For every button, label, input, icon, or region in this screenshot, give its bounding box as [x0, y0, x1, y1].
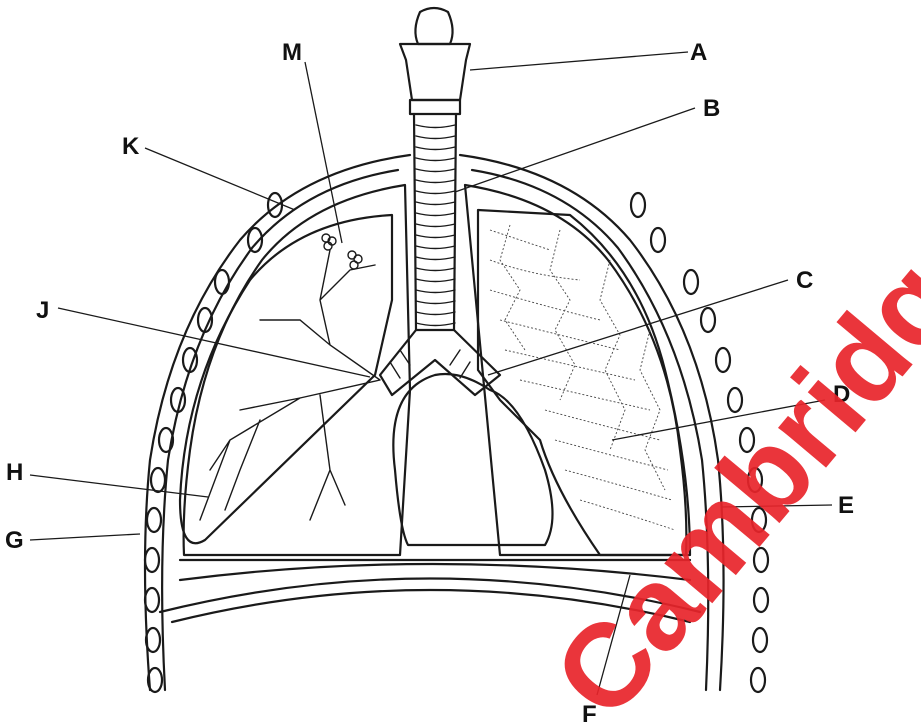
- rib-section: [651, 228, 665, 252]
- trachea-ring: [416, 180, 455, 183]
- watermark: Cambridge: [529, 185, 921, 725]
- rib-section: [145, 548, 159, 572]
- rib-section: [146, 628, 160, 652]
- rib-section: [631, 193, 645, 217]
- heart: [393, 374, 552, 545]
- trachea-ring: [416, 312, 455, 315]
- label-G: G: [5, 527, 24, 554]
- label-J: J: [36, 297, 49, 324]
- alveoli-cluster: [322, 234, 362, 269]
- trachea-ring: [416, 224, 455, 227]
- rib-section: [145, 588, 159, 612]
- trachea-ring: [416, 290, 455, 293]
- leader-K: [145, 148, 295, 210]
- label-C: C: [796, 267, 813, 294]
- trachea-ring: [416, 158, 455, 161]
- leader-M: [305, 62, 342, 243]
- trachea-ring: [416, 202, 455, 205]
- leader-J: [58, 308, 370, 377]
- label-E: E: [838, 492, 854, 519]
- rib-section: [268, 193, 282, 217]
- leader-B: [455, 108, 695, 192]
- trachea-ring: [416, 301, 455, 304]
- rib-section: [753, 628, 767, 652]
- trachea-ring: [416, 136, 455, 139]
- left-lung: [180, 215, 392, 543]
- larynx: [400, 8, 470, 114]
- trachea: [414, 114, 456, 330]
- rib-section: [147, 508, 161, 532]
- trachea-ring: [416, 246, 455, 249]
- trachea-ring: [416, 235, 455, 238]
- trachea-ring: [416, 191, 455, 194]
- label-B: B: [703, 95, 720, 122]
- trachea-ring: [416, 268, 455, 271]
- trachea-ring: [416, 125, 455, 128]
- rib-section: [684, 270, 698, 294]
- rib-section: [751, 668, 765, 692]
- trachea-ring: [416, 279, 455, 282]
- label-H: H: [6, 459, 23, 486]
- trachea-ring: [416, 147, 455, 150]
- leader-A: [470, 52, 688, 70]
- rib-section: [701, 308, 715, 332]
- trachea-ring: [416, 323, 455, 326]
- rib-section: [215, 270, 229, 294]
- trachea-ring: [416, 169, 455, 172]
- trachea-ring: [416, 257, 455, 260]
- rib-section: [716, 348, 730, 372]
- leader-G: [30, 534, 140, 540]
- leader-C: [488, 280, 788, 375]
- rib-section: [754, 588, 768, 612]
- label-K: K: [122, 133, 140, 160]
- rib-section: [151, 468, 165, 492]
- label-A: A: [690, 39, 707, 66]
- label-M: M: [282, 39, 302, 66]
- trachea-ring: [416, 213, 455, 216]
